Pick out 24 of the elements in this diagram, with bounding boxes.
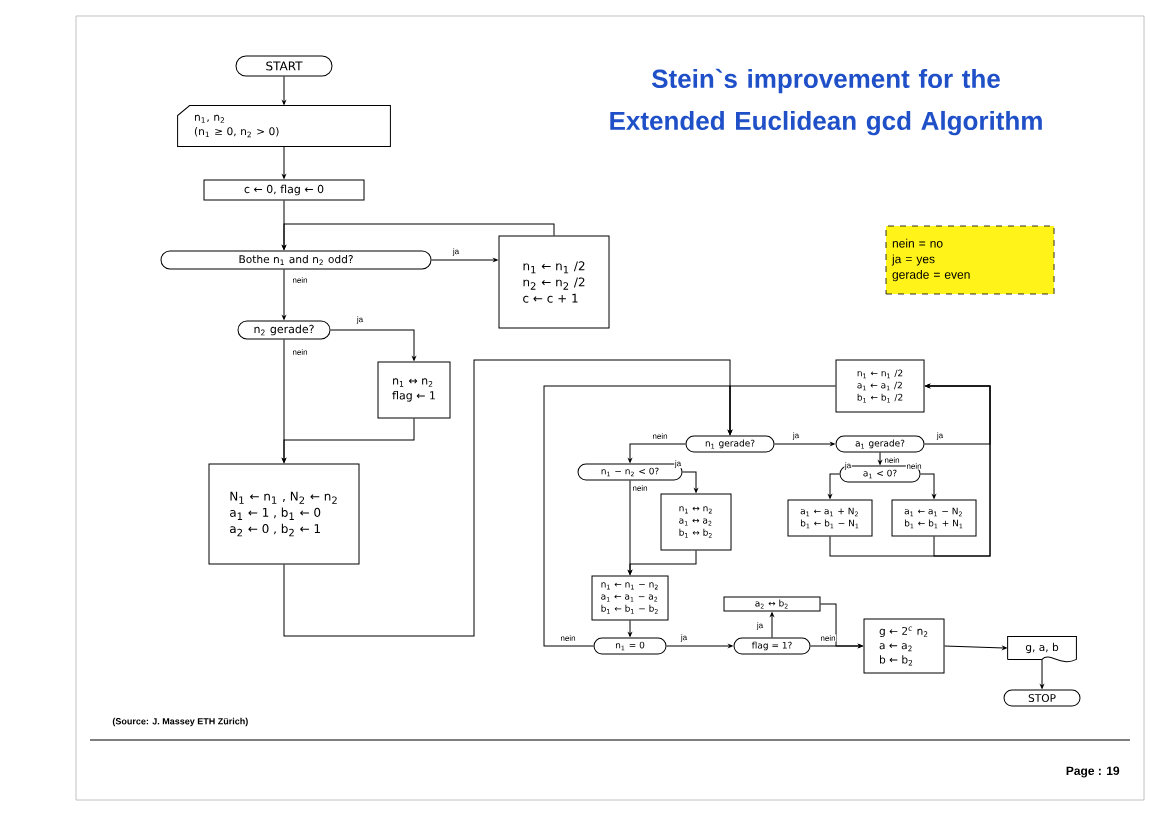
arrow: [282, 223, 555, 250]
arrow: [330, 329, 416, 361]
title: Stein`s improvement for the Extended Euclidean gcd Algorithm: [610, 68, 1042, 136]
arrow: [628, 620, 632, 637]
arrow: [810, 644, 863, 648]
arrow: [282, 76, 286, 105]
arrow: [283, 359, 732, 637]
arrow: [774, 442, 835, 446]
arrow: [878, 452, 882, 465]
arrow: [920, 473, 936, 499]
arrow: [282, 145, 286, 179]
arrow: [431, 258, 498, 262]
arrow: [543, 385, 732, 647]
arrow: [944, 645, 1007, 650]
arrow: [282, 269, 286, 320]
arrow: [628, 550, 697, 575]
arrow: [682, 471, 698, 493]
arrow: [828, 473, 840, 499]
arrow: [925, 384, 991, 557]
arrow: [770, 612, 774, 638]
arrow: [282, 339, 286, 463]
arrow: [628, 443, 686, 463]
arrow: [666, 644, 733, 648]
arrow: [1040, 658, 1044, 689]
